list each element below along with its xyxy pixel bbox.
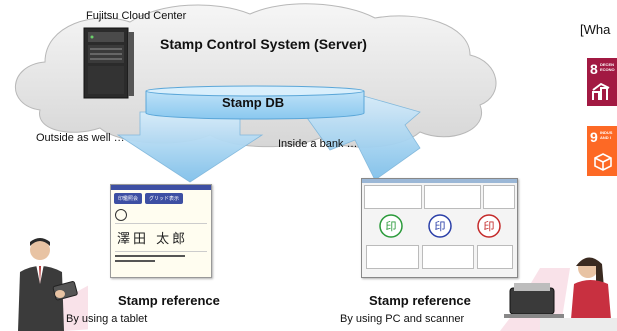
tablet-detail-lines	[115, 255, 207, 262]
svg-text:印: 印	[434, 220, 445, 233]
right-title: Stamp reference	[369, 293, 471, 308]
left-title: Stamp reference	[118, 293, 220, 308]
pc-bottom-panels	[362, 241, 517, 273]
pc-form-grid	[362, 183, 517, 211]
pc-screen: 印 印 印	[361, 178, 518, 278]
tablet-stamp-icon	[115, 209, 127, 221]
cloud-center-label: Fujitsu Cloud Center	[86, 10, 187, 22]
inside-flow-label: Inside a bank …	[278, 138, 358, 150]
system-label: Stamp Control System (Server)	[160, 36, 367, 52]
person-with-scanner-icon	[500, 257, 617, 331]
left-caption: By using a tablet	[66, 313, 148, 325]
sdg-tile-8: 8 DECEN ECONO	[587, 58, 617, 106]
sdg-header: [Wha	[580, 22, 611, 37]
stamp-blue-icon: 印	[427, 214, 452, 238]
tablet-name-text: 澤田 太郎	[117, 232, 189, 247]
tablet-header-bar	[111, 185, 211, 190]
outside-flow-label: Outside as well …	[36, 132, 125, 144]
tablet-screen: 印鑑照会 グリッド表示 澤田 太郎	[110, 184, 212, 278]
svg-text:印: 印	[385, 220, 396, 233]
pc-stamp-row: 印 印 印	[362, 211, 517, 241]
right-caption: By using PC and scanner	[340, 313, 465, 325]
stamp-green-icon: 印	[378, 214, 403, 238]
database-cylinder	[145, 85, 365, 120]
tablet-button-1[interactable]: 印鑑照会	[114, 193, 143, 204]
growth-chart-icon	[592, 82, 610, 100]
person-with-tablet-icon	[18, 238, 88, 331]
server-rack-icon	[83, 27, 134, 99]
stamp-red-icon: 印	[476, 214, 501, 238]
sdg-tile-9: 9 INDUS AND I	[587, 126, 617, 176]
cube-icon	[594, 153, 612, 171]
db-label: Stamp DB	[222, 95, 285, 110]
tablet-button-2[interactable]: グリッド表示	[145, 193, 184, 204]
svg-text:印: 印	[483, 220, 494, 233]
